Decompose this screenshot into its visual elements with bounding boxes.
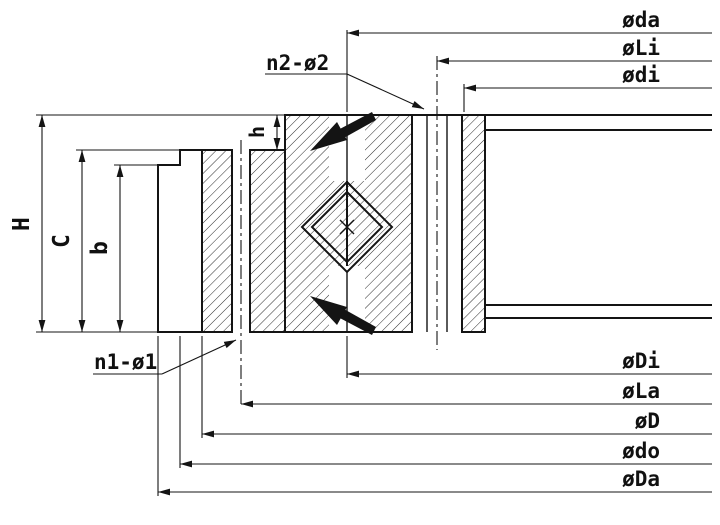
diameter-label-odo: ødo [622, 439, 660, 463]
dimension-label-C: C [49, 234, 75, 248]
callout-n1-label: n1-ø1 [94, 350, 157, 374]
diameter-label-oDa: øDa [622, 467, 660, 491]
diameter-label-odi: ødi [622, 63, 660, 87]
seal-top-icon [310, 112, 376, 151]
diameter-label-oDi: øDi [622, 349, 660, 373]
dimension-lines-left: H C b h [9, 115, 281, 333]
diameter-label-oLi: øLi [622, 36, 660, 60]
dimension-label-H: H [9, 217, 35, 231]
diameter-label-oLa: øLa [622, 379, 660, 403]
callout-n1: n1-ø1 [93, 339, 237, 375]
callout-n2-leader [346, 73, 425, 110]
diameter-labels-top: øda øLi ødi [346, 8, 712, 112]
seal-bottom-icon [310, 296, 376, 335]
diameter-labels-bottom: øDi øLa øD ødo øDa [157, 336, 712, 496]
bearing-section [36, 56, 712, 406]
outer-ring-left-block [157, 149, 203, 333]
outer-ring-hatched-right [249, 149, 286, 333]
outer-ring-hatched-left [201, 149, 233, 333]
diameter-label-oD: øD [635, 409, 660, 433]
diameter-label-oda: øda [622, 8, 660, 32]
callout-n2-label: n2-ø2 [266, 51, 329, 75]
roller-center-cross-icon [339, 219, 355, 235]
callout-n1-leader [161, 339, 237, 375]
inner-ring-hatched-strip [461, 114, 486, 333]
crossed-roller [310, 190, 384, 264]
callout-n2: n2-ø2 [265, 51, 425, 110]
dimension-label-h: h [245, 126, 269, 138]
dimension-label-b: b [87, 241, 113, 255]
